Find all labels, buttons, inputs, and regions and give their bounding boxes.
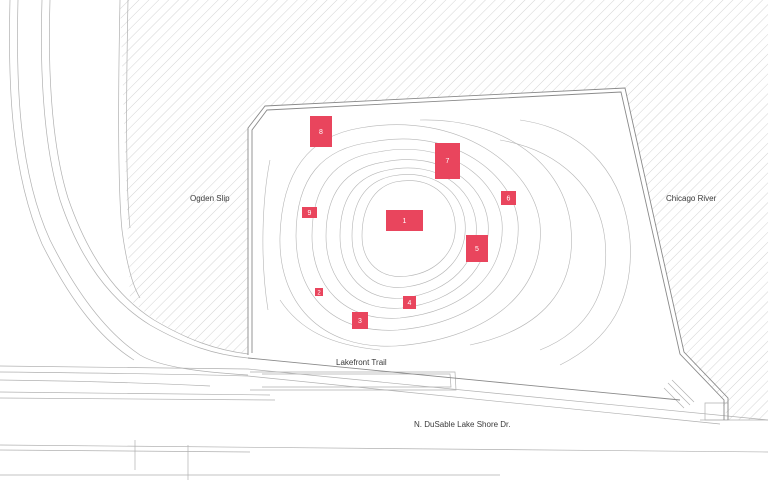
site-boundary (247, 87, 729, 420)
marker-6-label: 6 (507, 196, 511, 203)
marker-5[interactable]: 5 (466, 235, 488, 262)
marker-7-label: 7 (446, 158, 450, 165)
marker-8[interactable]: 8 (310, 116, 332, 147)
marker-9-label: 9 (308, 210, 312, 217)
marker-2[interactable]: 2 (315, 288, 323, 297)
road-linework (0, 0, 768, 480)
marker-5-label: 5 (475, 246, 479, 253)
marker-3[interactable]: 3 (352, 312, 368, 329)
marker-4-label: 4 (408, 300, 412, 307)
marker-1[interactable]: 1 (386, 210, 423, 231)
marker-9[interactable]: 9 (302, 207, 317, 218)
marker-4[interactable]: 4 (403, 296, 416, 309)
marker-1-label: 1 (403, 218, 407, 225)
ogden-slip-water (120, 0, 768, 420)
ogden-slip-label: Ogden Slip (190, 194, 230, 203)
marker-3-label: 3 (358, 318, 362, 325)
lake-shore-dr-label: N. DuSable Lake Shore Dr. (414, 420, 511, 429)
lakefront-trail-label: Lakefront Trail (336, 358, 387, 367)
marker-6[interactable]: 6 (501, 191, 516, 205)
chicago-river-label: Chicago River (666, 194, 717, 203)
marker-7[interactable]: 7 (435, 143, 460, 179)
marker-8-label: 8 (319, 129, 323, 136)
marker-2-label: 2 (317, 291, 321, 297)
